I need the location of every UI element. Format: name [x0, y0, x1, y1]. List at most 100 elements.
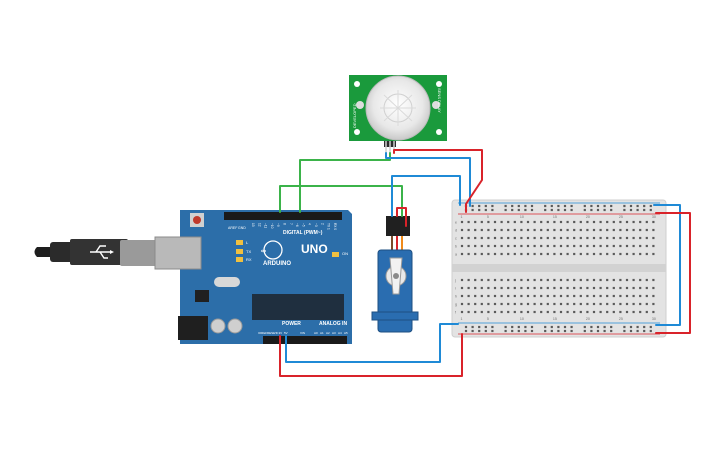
breadboard-hole[interactable] — [645, 302, 648, 306]
breadboard-hole[interactable] — [566, 294, 569, 298]
breadboard-hole[interactable] — [530, 325, 534, 329]
breadboard-hole[interactable] — [480, 286, 483, 290]
breadboard-hole[interactable] — [524, 329, 527, 333]
breadboard-hole[interactable] — [493, 220, 497, 224]
breadboard-hole[interactable] — [632, 278, 635, 282]
breadboard-hole[interactable] — [625, 236, 629, 240]
breadboard-hole[interactable] — [480, 236, 483, 240]
breadboard-hole[interactable] — [557, 208, 560, 212]
breadboard-hole[interactable] — [573, 236, 576, 240]
breadboard-hole[interactable] — [546, 294, 549, 298]
breadboard-hole[interactable] — [643, 204, 646, 208]
breadboard-hole[interactable] — [649, 325, 652, 329]
breadboard-hole[interactable] — [493, 244, 497, 248]
breadboard-hole[interactable] — [592, 228, 596, 232]
breadboard-hole[interactable] — [517, 208, 520, 212]
breadboard-hole[interactable] — [559, 278, 563, 282]
breadboard-hole[interactable] — [533, 310, 536, 314]
breadboard-hole[interactable] — [500, 286, 503, 290]
breadboard-hole[interactable] — [526, 302, 530, 306]
breadboard-hole[interactable] — [480, 244, 483, 248]
breadboard-hole[interactable] — [517, 329, 520, 333]
breadboard-hole[interactable] — [553, 244, 556, 248]
breadboard-hole[interactable] — [526, 236, 530, 240]
breadboard-hole[interactable] — [540, 228, 543, 232]
breadboard-hole[interactable] — [460, 220, 464, 224]
breadboard-hole[interactable] — [546, 310, 549, 314]
breadboard-hole[interactable] — [526, 294, 530, 298]
breadboard-hole[interactable] — [645, 310, 648, 314]
breadboard-hole[interactable] — [546, 286, 549, 290]
breadboard-hole[interactable] — [487, 252, 490, 256]
breadboard-hole[interactable] — [603, 208, 606, 212]
breadboard-hole[interactable] — [579, 286, 582, 290]
breadboard-hole[interactable] — [566, 302, 569, 306]
breadboard-hole[interactable] — [520, 310, 523, 314]
breadboard-hole[interactable] — [546, 302, 549, 306]
breadboard-hole[interactable] — [619, 244, 622, 248]
breadboard-hole[interactable] — [480, 228, 483, 232]
breadboard-hole[interactable] — [652, 252, 655, 256]
breadboard-hole[interactable] — [579, 220, 582, 224]
breadboard-hole[interactable] — [540, 302, 543, 306]
breadboard-hole[interactable] — [590, 208, 593, 212]
breadboard-hole[interactable] — [480, 310, 483, 314]
breadboard-hole[interactable] — [493, 228, 497, 232]
breadboard-hole[interactable] — [612, 302, 615, 306]
breadboard-hole[interactable] — [460, 294, 464, 298]
breadboard-hole[interactable] — [480, 278, 483, 282]
breadboard-hole[interactable] — [652, 310, 655, 314]
breadboard-hole[interactable] — [553, 302, 556, 306]
breadboard-hole[interactable] — [625, 244, 629, 248]
breadboard-hole[interactable] — [513, 244, 516, 248]
breadboard-hole[interactable] — [504, 204, 507, 208]
breadboard-hole[interactable] — [513, 228, 516, 232]
breadboard-hole[interactable] — [652, 286, 655, 290]
breadboard-hole[interactable] — [643, 208, 646, 212]
breadboard-hole[interactable] — [586, 278, 589, 282]
breadboard-hole[interactable] — [487, 236, 490, 240]
breadboard-hole[interactable] — [478, 204, 481, 208]
breadboard-hole[interactable] — [460, 236, 464, 240]
breadboard-hole[interactable] — [487, 244, 490, 248]
breadboard-hole[interactable] — [480, 252, 483, 256]
breadboard-hole[interactable] — [460, 252, 464, 256]
breadboard-hole[interactable] — [533, 278, 536, 282]
breadboard-hole[interactable] — [478, 325, 481, 329]
breadboard-hole[interactable] — [573, 302, 576, 306]
breadboard-hole[interactable] — [619, 294, 622, 298]
breadboard-hole[interactable] — [559, 220, 563, 224]
breadboard-hole[interactable] — [544, 208, 547, 212]
breadboard-hole[interactable] — [645, 278, 648, 282]
breadboard-hole[interactable] — [484, 208, 487, 212]
breadboard-hole[interactable] — [474, 252, 477, 256]
breadboard-hole[interactable] — [643, 325, 646, 329]
breadboard-hole[interactable] — [474, 244, 477, 248]
breadboard-hole[interactable] — [520, 278, 523, 282]
breadboard-hole[interactable] — [520, 228, 523, 232]
breadboard-hole[interactable] — [599, 278, 602, 282]
breadboard-hole[interactable] — [493, 236, 497, 240]
breadboard-hole[interactable] — [623, 204, 626, 208]
breadboard-hole[interactable] — [596, 208, 600, 212]
breadboard-hole[interactable] — [586, 220, 589, 224]
breadboard-hole[interactable] — [639, 244, 642, 248]
breadboard-hole[interactable] — [619, 220, 622, 224]
breadboard-hole[interactable] — [639, 302, 642, 306]
breadboard-hole[interactable] — [474, 228, 477, 232]
breadboard-hole[interactable] — [517, 204, 520, 208]
breadboard-hole[interactable] — [570, 208, 573, 212]
wire-servo-gnd[interactable] — [391, 175, 461, 217]
breadboard-hole[interactable] — [474, 294, 477, 298]
breadboard-hole[interactable] — [632, 310, 635, 314]
breadboard-hole[interactable] — [645, 286, 648, 290]
breadboard-hole[interactable] — [592, 220, 596, 224]
breadboard-hole[interactable] — [544, 204, 547, 208]
pir-pot-time[interactable] — [432, 101, 440, 109]
breadboard-hole[interactable] — [559, 310, 563, 314]
breadboard-hole[interactable] — [619, 278, 622, 282]
breadboard-hole[interactable] — [629, 329, 633, 333]
breadboard-hole[interactable] — [596, 204, 600, 208]
breadboard-hole[interactable] — [464, 325, 468, 329]
breadboard-hole[interactable] — [625, 278, 629, 282]
